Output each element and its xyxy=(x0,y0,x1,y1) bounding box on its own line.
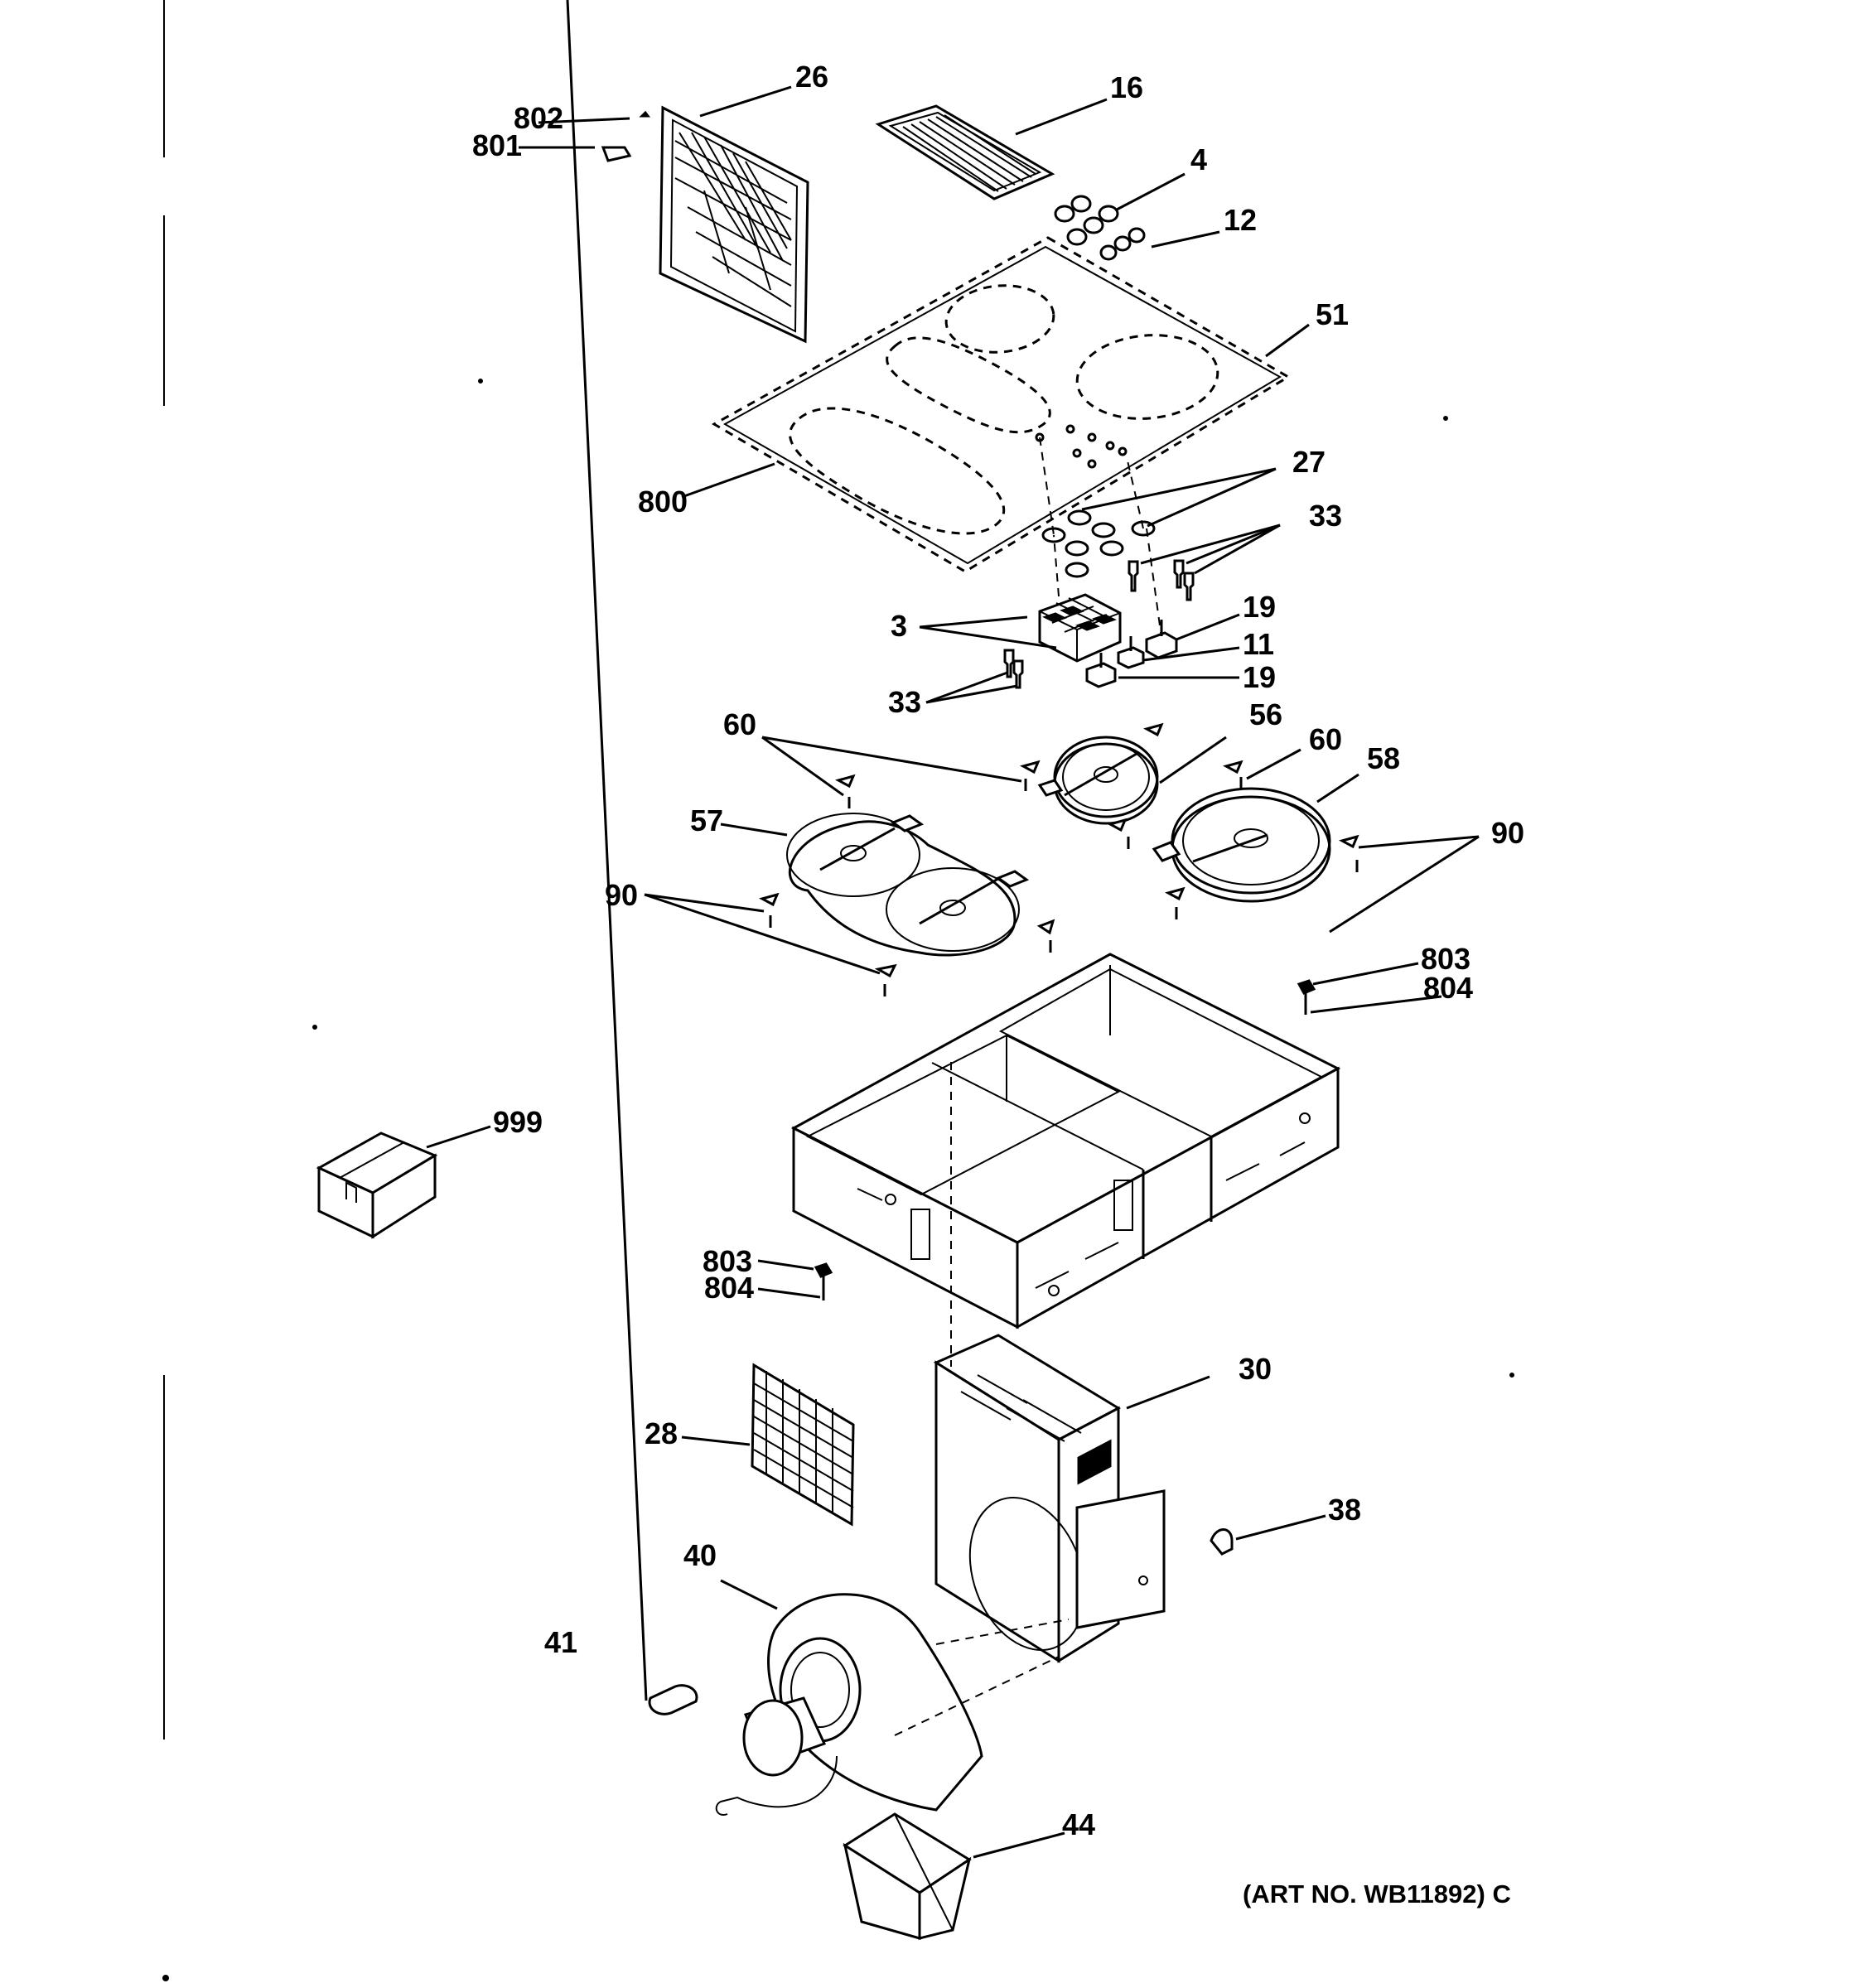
part-58-surface-element xyxy=(1152,787,1331,903)
callout-19-upper: 19 xyxy=(1243,590,1276,624)
callout-44: 44 xyxy=(1062,1807,1095,1841)
callout-38: 38 xyxy=(1328,1493,1361,1527)
callout-60-right: 60 xyxy=(1309,722,1342,756)
part-40-blower-motor xyxy=(715,1593,1070,1816)
part-90-clips xyxy=(759,834,1359,996)
part-11-switch xyxy=(1117,636,1145,669)
part-41-capacitor xyxy=(648,1684,698,1715)
part-803-804-lower xyxy=(814,1262,833,1300)
callout-labels: 26 16 802 801 4 12 51 800 27 33 19 3 11 … xyxy=(472,60,1524,1908)
part-30-blower-housing xyxy=(933,1062,1166,1663)
part-16-grate xyxy=(875,104,1055,200)
part-60-clips xyxy=(835,722,1243,849)
part-51-cooktop-glass xyxy=(711,236,1291,573)
callout-803-upper: 803 xyxy=(1421,942,1470,976)
part-19-switch-lower xyxy=(1085,653,1117,688)
part-801-clip xyxy=(601,110,650,162)
part-12-knob-rings xyxy=(1099,227,1146,261)
callout-999: 999 xyxy=(493,1105,543,1139)
part-999-carton xyxy=(316,1132,438,1239)
callout-30: 30 xyxy=(1239,1352,1272,1386)
part-28-mesh-filter xyxy=(751,1363,855,1527)
callout-804-upper: 804 xyxy=(1423,971,1473,1005)
callout-801: 801 xyxy=(472,128,522,162)
callout-804-lower: 804 xyxy=(704,1271,754,1305)
callout-19-lower: 19 xyxy=(1243,660,1276,694)
callout-28: 28 xyxy=(645,1416,678,1450)
callout-40: 40 xyxy=(683,1538,717,1572)
callout-16: 16 xyxy=(1110,70,1143,104)
callout-51: 51 xyxy=(1316,297,1349,331)
callout-802: 802 xyxy=(514,101,563,135)
callout-33-lower: 33 xyxy=(888,685,921,719)
part-19-switch-upper xyxy=(1145,620,1178,659)
part-57-bridge-element xyxy=(786,813,1030,957)
part-33-screws-upper xyxy=(1128,559,1195,601)
callout-12: 12 xyxy=(1224,203,1257,237)
callout-33-upper: 33 xyxy=(1309,499,1342,533)
callout-58: 58 xyxy=(1367,741,1400,775)
callout-803-lower: 803 xyxy=(703,1244,752,1278)
scan-dots xyxy=(162,379,1514,1981)
art-number: (ART NO. WB11892) C xyxy=(1243,1879,1511,1908)
part-4-knobs xyxy=(1054,195,1119,246)
callout-800: 800 xyxy=(638,485,688,519)
callout-41: 41 xyxy=(544,1625,577,1659)
part-27-grommets xyxy=(1039,437,1162,639)
callout-90-left: 90 xyxy=(605,878,638,912)
callout-11: 11 xyxy=(1243,627,1274,661)
part-803-804-upper xyxy=(1297,979,1316,1015)
callout-60-left: 60 xyxy=(723,707,756,741)
callout-27: 27 xyxy=(1292,445,1326,479)
callout-3: 3 xyxy=(891,609,907,643)
cooktop-housing xyxy=(790,953,1341,1329)
part-26-filter xyxy=(659,105,809,344)
callout-56: 56 xyxy=(1249,697,1282,731)
leader-lines xyxy=(426,0,1480,1859)
callout-4: 4 xyxy=(1190,142,1207,176)
part-44-duct-transition xyxy=(843,1812,972,1940)
callout-57: 57 xyxy=(690,803,723,837)
part-38-clip xyxy=(1210,1528,1234,1556)
part-56-surface-element xyxy=(1037,736,1159,825)
callout-90-right: 90 xyxy=(1491,816,1524,850)
part-3-switch-block xyxy=(1038,593,1122,663)
callout-26: 26 xyxy=(795,60,828,94)
part-33-screws-lower xyxy=(1003,649,1024,689)
